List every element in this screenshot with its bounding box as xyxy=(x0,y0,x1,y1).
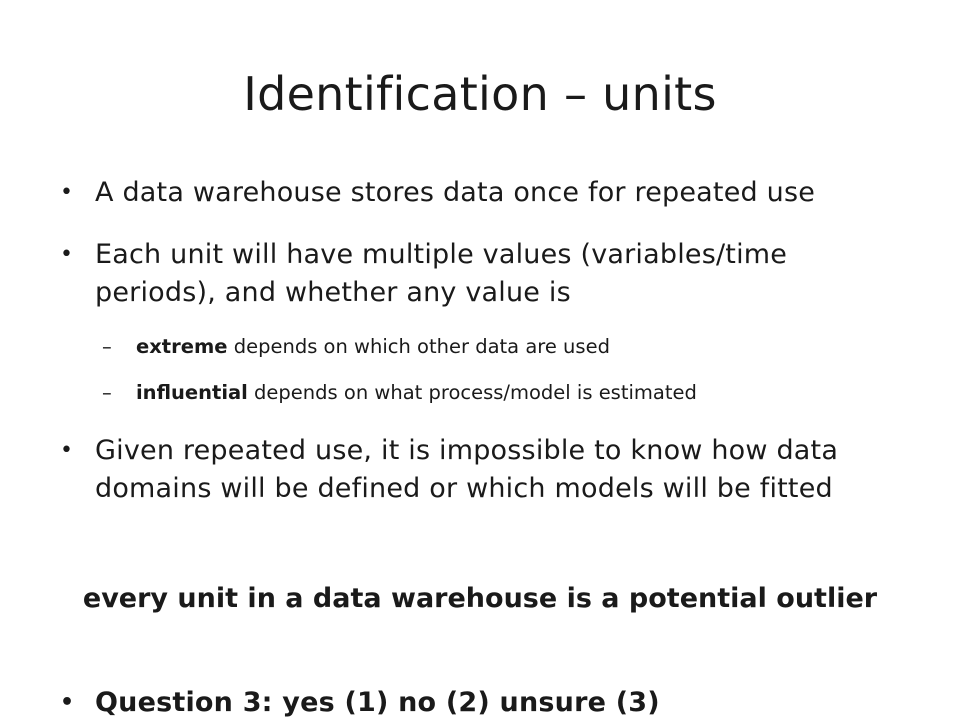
subbullet-2-rest: depends on what process/model is estimat… xyxy=(247,381,697,404)
subbullet-marker: – xyxy=(102,381,112,404)
subbullet-1-rest: depends on which other data are used xyxy=(227,335,610,358)
subbullet-2: – influential depends on what process/mo… xyxy=(102,379,916,407)
slide-title: Identification – units xyxy=(243,67,717,121)
bullet-1: • A data warehouse stores data once for … xyxy=(60,174,925,212)
bullet-2-line-2: periods), and whether any value is xyxy=(95,277,571,308)
question-bullet: • Question 3: yes (1) no (2) unsure (3) xyxy=(60,684,925,722)
bullet-marker: • xyxy=(60,438,74,463)
bullet-3: • Given repeated use, it is impossible t… xyxy=(60,432,925,508)
bullet-marker: • xyxy=(60,180,74,205)
bullet-marker: • xyxy=(60,242,74,267)
bullet-3-line-1: Given repeated use, it is impossible to … xyxy=(95,435,839,466)
subbullet-1: – extreme depends on which other data ar… xyxy=(102,333,916,361)
question-text: Question 3: yes (1) no (2) unsure (3) xyxy=(95,687,660,718)
subbullet-2-term: influential xyxy=(136,381,248,404)
bullet-3-line-2: domains will be defined or which models … xyxy=(95,473,833,504)
bullet-1-text: A data warehouse stores data once for re… xyxy=(95,177,816,208)
bullet-marker: • xyxy=(60,690,75,715)
subbullet-1-term: extreme xyxy=(136,335,228,358)
bullet-2: • Each unit will have multiple values (v… xyxy=(60,236,925,312)
subbullet-marker: – xyxy=(102,335,112,358)
bullet-2-line-1: Each unit will have multiple values (var… xyxy=(95,239,788,270)
conclusion-text: every unit in a data warehouse is a pote… xyxy=(82,583,878,614)
